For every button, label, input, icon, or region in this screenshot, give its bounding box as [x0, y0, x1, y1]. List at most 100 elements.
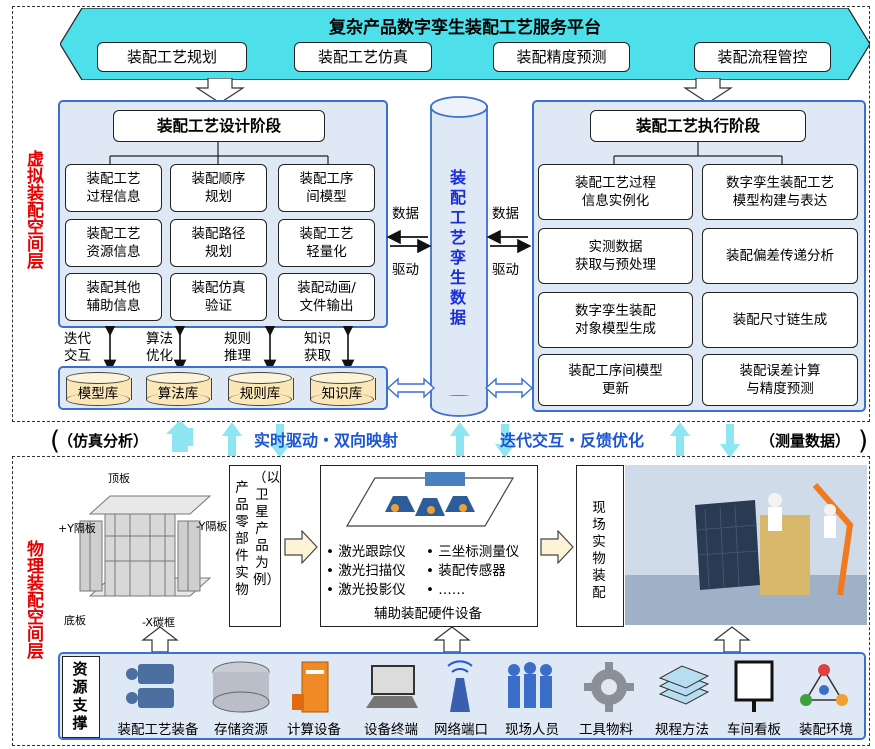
- exec-cell-3: 实测数据 获取与预处理: [538, 228, 693, 284]
- exec-cell-4: 装配偏差传递分析: [702, 228, 858, 284]
- resource-item-procedures: 规程方法: [655, 722, 709, 738]
- design-stage-title: 装配工艺设计阶段: [113, 110, 325, 142]
- label-bottom-plate: 底板: [64, 614, 86, 627]
- terminal-icon: [366, 665, 418, 708]
- resource-item-environment: 装配环境: [799, 722, 853, 738]
- tools-icon: [584, 662, 634, 712]
- down-arrow-left: [195, 78, 245, 104]
- simulation-analysis-label: （仿真分析）: [58, 432, 149, 450]
- hardware-item-laser-projector: • 激光投影仪: [326, 582, 406, 598]
- library-twin-arrows: [386, 377, 534, 399]
- link-arrows: [103, 326, 355, 372]
- middle-left-brace: (: [50, 426, 61, 456]
- parts-text: 产品零部件实物: [235, 480, 249, 598]
- hardware-item-cmm: • 三坐标测量仪: [426, 544, 520, 560]
- library-model: 模型库: [66, 372, 132, 406]
- up-arrows-resources: [141, 626, 751, 653]
- design-cell-5: 装配路径 规划: [170, 219, 267, 267]
- platform-button-planning[interactable]: 装配工艺规划: [97, 42, 247, 72]
- label-minus-y-panel: -Y隔板: [196, 520, 228, 533]
- hardware-item-etc: • ……: [426, 582, 466, 598]
- design-cell-4: 装配工艺 资源信息: [65, 219, 162, 267]
- resource-label: 资源支撑: [72, 660, 88, 732]
- middle-right-brace: ): [858, 426, 869, 456]
- library-knowledge: 知识库: [310, 372, 376, 406]
- link-label-rule: 规则 推理: [224, 331, 251, 364]
- design-cell-6: 装配工艺 轻量化: [278, 219, 375, 267]
- design-cell-2: 装配顺序 规划: [170, 164, 267, 212]
- label-top-plate: 顶板: [108, 472, 130, 485]
- label-minus-x-frame: -X碳框: [142, 616, 175, 629]
- link-label-iterate: 迭代 交互: [64, 331, 91, 364]
- hardware-illustration: [345, 472, 515, 527]
- resource-label-box: [62, 656, 100, 738]
- arrow-hardware-to-onsite: [540, 530, 574, 564]
- design-stage-connectors: [109, 142, 329, 164]
- platform-button-precision[interactable]: 装配精度预测: [493, 42, 630, 72]
- resource-item-tools: 工具物料: [579, 722, 633, 738]
- drive-label-left: 驱动: [392, 262, 419, 278]
- resource-item-storage: 存储资源: [214, 722, 268, 738]
- hardware-box: [320, 465, 538, 627]
- down-arrow-right: [683, 78, 733, 104]
- resource-item-equipment: 装配工艺装备: [117, 722, 199, 738]
- exec-cell-6: 装配尺寸链生成: [702, 292, 858, 348]
- design-cell-9: 装配动画/ 文件输出: [278, 273, 375, 321]
- twin-data-cylinder: [430, 96, 488, 417]
- data-label-right: 数据: [492, 206, 519, 222]
- data-label-left: 数据: [392, 206, 419, 222]
- virtual-layer-frame: [12, 6, 870, 422]
- arrow-parts-to-hardware: [284, 530, 318, 564]
- hardware-item-sensor: • 装配传感器: [426, 563, 506, 579]
- design-cell-1: 装配工艺 过程信息: [65, 164, 162, 212]
- resource-item-network: 网络端口: [434, 722, 488, 738]
- platform-button-flow-control[interactable]: 装配流程管控: [694, 42, 831, 72]
- virtual-layer-label: 虚拟装配空间层: [23, 150, 43, 269]
- parts-note: （以卫星产品为例）: [253, 470, 280, 588]
- drive-label-right: 驱动: [492, 262, 519, 278]
- hardware-item-laser-scanner: • 激光扫描仪: [326, 563, 406, 579]
- exec-stage-connectors: [613, 142, 783, 164]
- physical-layer-label: 物理装配空间层: [23, 540, 43, 659]
- resource-item-board: 车间看板: [727, 722, 781, 738]
- twin-data-label: 装配工艺孪生数据: [449, 168, 466, 327]
- link-label-knowledge: 知识 获取: [304, 331, 331, 364]
- data-drive-arrows: [386, 229, 532, 254]
- platform-banner: [60, 8, 870, 80]
- link-label-algorithm: 算法 优化: [146, 331, 173, 364]
- physical-layer-frame: [12, 456, 870, 746]
- storage-icon: [212, 661, 270, 713]
- hardware-title: 辅助装配硬件设备: [374, 606, 482, 622]
- platform-title: 复杂产品数字孪生装配工艺服务平台: [329, 18, 601, 38]
- exec-cell-2: 数字孪生装配工艺 模型构建与表达: [702, 164, 858, 220]
- computer-icon: [292, 661, 329, 713]
- resource-item-terminal: 设备终端: [364, 722, 418, 738]
- assembly-environment-icon: [800, 664, 848, 706]
- exec-cell-7: 装配工序间模型 更新: [538, 354, 693, 406]
- library-rule: 规则库: [228, 372, 294, 406]
- platform-button-simulation[interactable]: 装配工艺仿真: [294, 42, 432, 72]
- label-plus-y-panel: +Y隔板: [58, 522, 96, 535]
- personnel-icon: [508, 662, 552, 708]
- procedures-icon: [658, 665, 710, 705]
- realtime-drive-label: 实时驱动・双向映射: [254, 431, 399, 450]
- workshop-board-icon: [734, 660, 774, 712]
- onsite-assembly-photo: [625, 465, 867, 625]
- design-cell-7: 装配其他 辅助信息: [65, 273, 162, 321]
- exec-stage-title: 装配工艺执行阶段: [590, 110, 806, 142]
- satellite-structure-drawing: [79, 495, 212, 597]
- exec-cell-8: 装配误差计算 与精度预测: [702, 354, 858, 406]
- assembly-equipment-icon: [126, 664, 174, 708]
- design-cell-3: 装配工序 间模型: [278, 164, 375, 212]
- resource-item-personnel: 现场人员: [505, 722, 559, 738]
- iterative-feedback-label: 迭代交互・反馈优化: [500, 431, 645, 450]
- onsite-text: 现场实物装配: [592, 500, 606, 601]
- exec-cell-1: 装配工艺过程 信息实例化: [538, 164, 693, 220]
- library-algorithm: 算法库: [146, 372, 212, 406]
- network-port-icon: [447, 660, 473, 712]
- measurement-data-label: （测量数据）: [760, 432, 851, 450]
- exec-cell-5: 数字孪生装配 对象模型生成: [538, 292, 693, 348]
- parts-box: [229, 465, 281, 627]
- resource-panel: [58, 652, 866, 740]
- onsite-box: [576, 465, 624, 627]
